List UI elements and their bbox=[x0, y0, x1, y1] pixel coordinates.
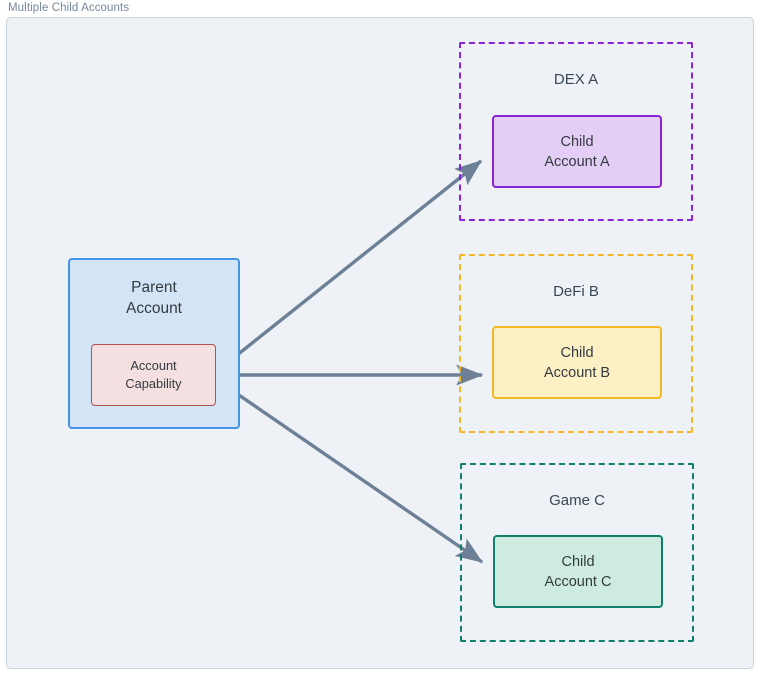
child-account-b-node[interactable]: Child Account B bbox=[492, 326, 662, 399]
group-game-c-label: Game C bbox=[549, 492, 605, 509]
group-defi-b-label: DeFi B bbox=[553, 283, 599, 300]
child-account-a-label-line1: Child bbox=[560, 133, 594, 150]
group-defi-b[interactable]: DeFi B bbox=[459, 254, 693, 433]
child-account-b-label-line2: Account B bbox=[543, 364, 611, 381]
account-capability-label-line2: Capability bbox=[125, 376, 182, 391]
child-account-b-label-line1: Child bbox=[560, 344, 594, 361]
child-account-c-label-line2: Account C bbox=[544, 573, 612, 590]
child-account-a-label-line2: Account A bbox=[544, 153, 610, 170]
account-capability-node[interactable]: Account Capability bbox=[91, 344, 216, 406]
group-game-c[interactable]: Game C bbox=[460, 463, 694, 642]
group-dex-a-label: DEX A bbox=[553, 71, 599, 88]
child-account-c-label-line1: Child bbox=[561, 553, 595, 570]
diagram-title: Multiple Child Accounts bbox=[8, 2, 130, 14]
child-account-c-node[interactable]: Child Account C bbox=[493, 535, 663, 608]
child-account-a-node[interactable]: Child Account A bbox=[492, 115, 662, 188]
parent-account-label-line1: Parent bbox=[131, 279, 177, 296]
parent-account-label-line2: Account bbox=[125, 300, 182, 318]
group-dex-a[interactable]: DEX A bbox=[459, 42, 693, 221]
account-capability-label-line1: Account bbox=[130, 358, 177, 374]
